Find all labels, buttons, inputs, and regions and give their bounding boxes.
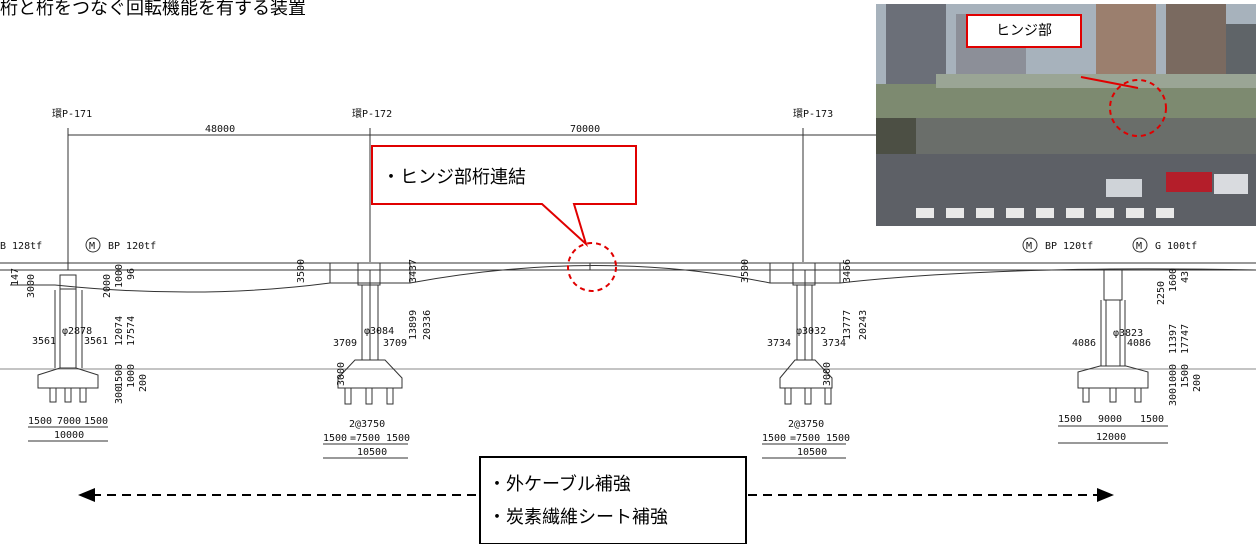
hinge-callout-text: ・ヒンジ部桁連結 [382,167,526,188]
dim-p3-13777: 13777 [842,310,853,340]
bearing-left-bp: BP 120tf [108,241,156,252]
bearing-m-label-1: M [89,241,95,252]
dim-p3-3466: 3466 [842,259,853,283]
pier-p173-dimensions: 3500 3466 13777 20243 3000 φ3032 3734 37… [740,259,869,459]
dim-p2-3000: 3000 [336,362,347,386]
dim-p3-dia: φ3032 [796,326,826,337]
bearing-m-circle-1 [85,237,101,253]
hinge-marker-circle [567,242,617,292]
dim-p1-17574: 17574 [126,316,137,346]
dim-p4-dia: φ3823 [1113,328,1143,339]
pier-label-p171: 環P-171 [52,108,92,120]
dim-p4-200: 200 [1192,374,1203,392]
span-label-1: 48000 [205,124,235,135]
dim-p2-20336: 20336 [422,310,433,340]
dim-p4-total: 12000 [1096,432,1126,443]
dim-p1-147: 147 [10,268,21,286]
dim-p4-w2: 4086 [1127,338,1151,349]
reinforcement-range-arrows [78,488,1114,502]
dim-p1-f2: 7000 [57,416,81,427]
dim-p2-3500: 3500 [296,259,307,283]
dim-p2-f2: =7500 [350,433,380,444]
hinge-site-photo: ヒンジ部 [876,4,1256,226]
bearing-right-bp: BP 120tf [1045,241,1093,252]
dim-p1-2000: 2000 [102,274,113,298]
deck-girder [0,262,1256,293]
dim-p3-f3: 1500 [826,433,850,444]
pier-p173 [779,262,833,405]
dim-p4-17747: 17747 [1180,324,1191,354]
reinforcement-callout-line1: ・外ケーブル補強 [488,473,631,495]
dim-p1-dia: φ2878 [62,326,92,337]
bearing-m-circle-3 [1132,237,1148,253]
dim-p2-13899: 13899 [408,310,419,340]
dim-p1-96: 96 [126,268,137,280]
hinge-callout-box [371,145,637,248]
pier-p174-dimensions: 2250 1600 43 11397 17747 φ3823 4086 4086… [1058,268,1203,444]
pier-p174 [1077,269,1149,403]
dim-p1-200: 200 [138,374,149,392]
bearing-m-circle-2 [1022,237,1038,253]
dim-p4-2250: 2250 [1156,281,1167,305]
dim-p1-f3: 1500 [84,416,108,427]
bearing-m-label-3: M [1136,241,1142,252]
photo-hinge-label: ヒンジ部 [966,14,1082,48]
dim-p4-w1: 4086 [1072,338,1096,349]
dim-p3-20243: 20243 [858,310,869,340]
pier-p171-dimensions: 147 3000 2000 1000 96 12074 17574 φ2878 … [10,264,149,442]
dim-p1-w2: 3561 [84,336,108,347]
dim-p1-f1: 1500 [28,416,52,427]
dim-p1-3000: 3000 [26,274,37,298]
dim-p4-300: 300 [1168,388,1179,406]
pier-label-p172: 環P-172 [352,108,392,120]
reinforcement-callout-line2: ・炭素繊維シート補強 [488,507,668,528]
dim-p1-1000: 1000 [114,264,125,288]
dim-p2-piles: 2@3750 [349,419,385,430]
dim-p4-43: 43 [1180,271,1191,283]
pier-label-p173: 環P-173 [793,108,833,120]
dim-p4-f1: 1500 [1058,414,1082,425]
dim-p2-w1: 3709 [333,338,357,349]
dim-p2-f1: 1500 [323,433,347,444]
dim-p2-3437: 3437 [408,259,419,283]
dim-p3-piles: 2@3750 [788,419,824,430]
photo-hinge-circle [1109,79,1167,137]
pier-p171 [37,274,99,403]
bearing-right-g: G 100tf [1155,241,1197,252]
span-label-2: 70000 [570,124,600,135]
dim-p1-300: 300 [114,386,125,404]
dim-p1-12074: 12074 [114,316,125,346]
dim-p4-1000: 1000 [1168,364,1179,388]
dim-p4-f3: 1500 [1140,414,1164,425]
dim-p2-total: 10500 [357,447,387,458]
dim-p3-3500: 3500 [740,259,751,283]
dim-p4-11397: 11397 [1168,324,1179,354]
dim-p3-f2: =7500 [790,433,820,444]
dim-p3-3000: 3000 [822,362,833,386]
dim-p3-f1: 1500 [762,433,786,444]
dim-p1-total: 10000 [54,430,84,441]
pier-p172 [337,262,403,405]
dim-p4-f2: 9000 [1098,414,1122,425]
dim-p2-dia: φ3084 [364,326,394,337]
dim-p4-1600: 1600 [1168,268,1179,292]
reinforcement-callout-box [479,456,747,544]
dim-p1-1000b: 1000 [126,364,137,388]
bearing-m-label-2: M [1026,241,1032,252]
dim-p1-w1: 3561 [32,336,56,347]
dim-p3-w1: 3734 [767,338,791,349]
bearing-left-b: B 128tf [0,241,42,252]
dim-p2-f3: 1500 [386,433,410,444]
dim-p4-1500: 1500 [1180,364,1191,388]
dim-p3-w2: 3734 [822,338,846,349]
dim-p2-w2: 3709 [383,338,407,349]
dim-p1-1500: 1500 [114,364,125,388]
page-heading: 桁と桁をつなぐ回転機能を有する装置 [0,0,306,19]
pier-p172-dimensions: 3500 3437 13899 20336 3000 φ3084 3709 37… [296,259,433,459]
dim-p3-total: 10500 [797,447,827,458]
